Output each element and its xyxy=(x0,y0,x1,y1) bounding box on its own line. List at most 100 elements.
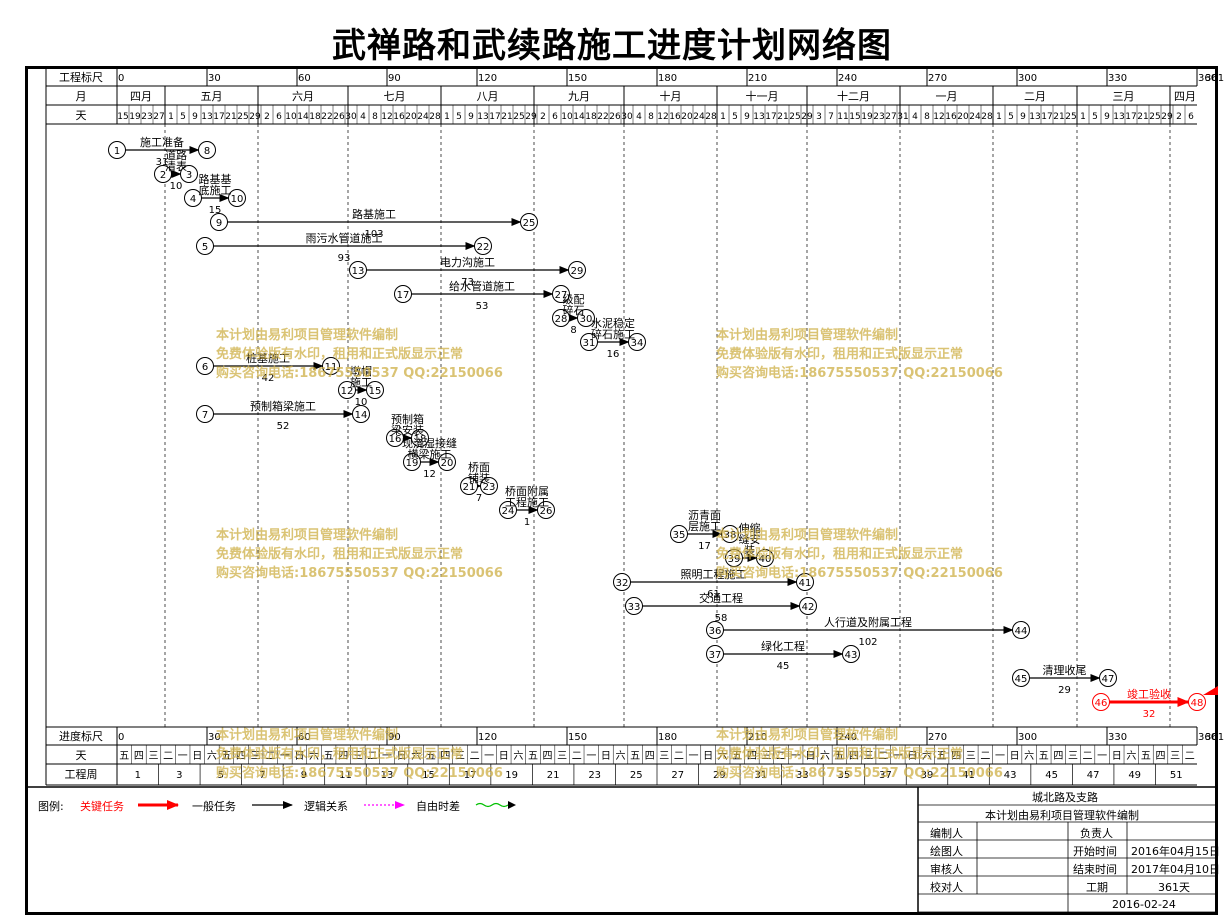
weekday-label: 三 xyxy=(1068,751,1078,762)
day-tick-label: 21 xyxy=(1053,112,1064,122)
weekday-label: 三 xyxy=(966,751,976,762)
weekday-label: 日 xyxy=(397,751,407,762)
node-label-39: 39 xyxy=(728,554,741,565)
node-label-33: 33 xyxy=(628,602,641,613)
weekday-label: 二 xyxy=(163,751,173,762)
day-tick-label: 3 xyxy=(816,112,822,122)
task-name-t2: 清表 xyxy=(165,159,187,173)
weekday-label: 日 xyxy=(805,751,815,762)
day-tick-label: 4 xyxy=(912,112,918,122)
day-tick-label: 15 xyxy=(849,112,860,122)
title-block-lines xyxy=(917,787,1218,915)
weekday-label: 四 xyxy=(236,751,246,762)
week-number-label: 39 xyxy=(921,770,934,781)
node-label-45: 45 xyxy=(1015,674,1028,685)
task-name-t16: 桥面附属 xyxy=(505,484,549,498)
day-tick-label: 8 xyxy=(372,112,378,122)
day-tick-label: 9 xyxy=(192,112,198,122)
progress-tick-label: 360 xyxy=(1198,732,1217,743)
node-38 xyxy=(721,525,739,543)
node-label-34: 34 xyxy=(631,338,644,349)
tb-start-value: 2016年04月15日 xyxy=(1131,845,1220,858)
progress-tick-label: 300 xyxy=(1018,732,1037,743)
node-28 xyxy=(552,309,570,327)
node-4 xyxy=(184,189,202,207)
task-name-t11: 施工 xyxy=(350,376,372,389)
node-label-43: 43 xyxy=(845,650,858,661)
day-tick-label: 18 xyxy=(309,112,321,122)
month-label-cell: 十二月 xyxy=(837,89,870,103)
node-label-29: 29 xyxy=(571,266,584,277)
node-label-40: 40 xyxy=(759,554,772,565)
day-tick-label: 9 xyxy=(1104,112,1110,122)
task-name-t1: 施工准备 xyxy=(140,135,184,149)
week-number-label: 9 xyxy=(301,770,307,781)
day-tick-label: 29 xyxy=(525,112,537,122)
node-label-37: 37 xyxy=(709,650,722,661)
day-tick-label: 5 xyxy=(456,112,462,122)
week-label: 工程周 xyxy=(65,768,98,781)
day-tick-label: 28 xyxy=(705,112,717,122)
week-number-label: 49 xyxy=(1128,770,1141,781)
tb-duration-label: 工期 xyxy=(1086,881,1108,894)
node-43 xyxy=(842,645,860,663)
weekday-label: 四 xyxy=(134,751,144,762)
weekday-label: 六 xyxy=(309,750,319,762)
node-29 xyxy=(568,261,586,279)
task-name-t13: 梁安装 xyxy=(391,423,424,437)
node-6 xyxy=(196,357,214,375)
day-tick-label: 19 xyxy=(861,112,873,122)
node-label-32: 32 xyxy=(616,578,629,589)
node-label-22: 22 xyxy=(477,242,490,253)
progress-tick-label: 361 xyxy=(1205,732,1224,743)
weekday-label: 五 xyxy=(528,751,538,762)
weekday-label: 六 xyxy=(1126,750,1136,762)
scale-tick-label: 360 xyxy=(1198,73,1217,84)
node-label-20: 20 xyxy=(441,458,454,469)
task-name-t21: 人行道及附属工程 xyxy=(824,615,912,629)
node-label-13: 13 xyxy=(352,266,365,277)
node-42 xyxy=(799,597,817,615)
day-tick-label: 2 xyxy=(1176,112,1182,122)
node-32 xyxy=(613,573,631,591)
weekday-label: 一 xyxy=(484,751,494,762)
node-31 xyxy=(580,333,598,351)
task-duration-t15: 7 xyxy=(476,493,482,504)
week-number-label: 13 xyxy=(381,770,394,781)
scale-tick-label: 30 xyxy=(208,73,221,84)
day-tick-label: 21 xyxy=(777,112,788,122)
month-label-cell: 二月 xyxy=(1024,90,1046,103)
tb-owner-label: 负责人 xyxy=(1080,827,1113,840)
week-number-label: 43 xyxy=(1004,770,1017,781)
weekday-label: 六 xyxy=(1024,750,1034,762)
weekday-label: 二 xyxy=(470,751,480,762)
weekday-label: 四 xyxy=(645,751,655,762)
month-label-cell: 九月 xyxy=(568,90,590,103)
day-tick-label: 26 xyxy=(333,112,345,122)
day-tick-label: 17 xyxy=(213,112,224,122)
task-duration-t11: 10 xyxy=(355,397,368,408)
weekday-label: 日 xyxy=(601,751,611,762)
task-duration-t20: 58 xyxy=(715,613,728,624)
day-tick-label: 17 xyxy=(765,112,776,122)
weekday-label: 一 xyxy=(586,751,596,762)
tb-reviewer-label: 审核人 xyxy=(930,863,963,876)
week-number-label: 15 xyxy=(422,770,435,781)
weekday-label: 日 xyxy=(1112,751,1122,762)
node-2 xyxy=(154,165,172,183)
weekday-label: 日 xyxy=(1010,751,1020,762)
node-label-10: 10 xyxy=(231,194,244,205)
week-number-label: 41 xyxy=(962,770,975,781)
week-number-label: 47 xyxy=(1087,770,1100,781)
task-duration-t3: 15 xyxy=(209,205,222,216)
day-tick-label: 23 xyxy=(141,112,152,122)
node-46 xyxy=(1092,693,1110,711)
scale-tick-label: 361 xyxy=(1205,73,1224,84)
node-40 xyxy=(756,549,774,567)
node-10 xyxy=(228,189,246,207)
task-name-t12: 预制箱梁施工 xyxy=(250,399,316,413)
day-tick-label: 25 xyxy=(1149,112,1160,122)
weekday-label: 二 xyxy=(367,751,377,762)
day-tick-label: 4 xyxy=(360,112,366,122)
weekday-label: 四 xyxy=(747,751,757,762)
